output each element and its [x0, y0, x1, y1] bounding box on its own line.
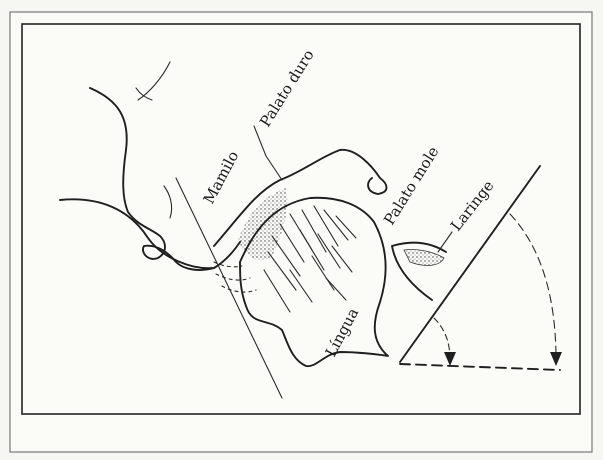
breastfeeding-anatomy-figure: Mamilo Palato duro Palato mole Laringe L… — [0, 0, 603, 460]
anatomy-diagram: Mamilo Palato duro Palato mole Laringe L… — [0, 0, 603, 460]
